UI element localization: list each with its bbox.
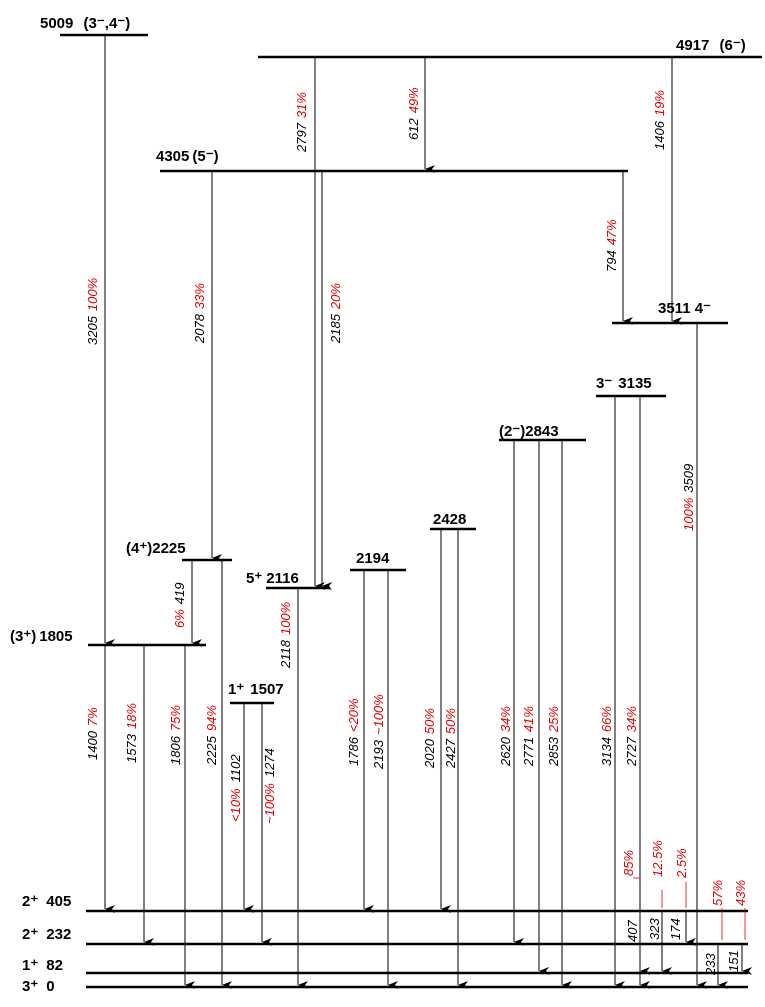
transition-label-1400: 14007% — [85, 707, 100, 760]
transition-label-419: 6%419 — [172, 583, 187, 629]
transition-label-2771: 277141% — [521, 706, 536, 767]
transition-intensity-151: 43% — [733, 880, 748, 906]
level-label-1507: 1⁺1507 — [228, 681, 284, 698]
transition-label-2620: 262034% — [498, 706, 513, 767]
level-label-3511: 3511 4⁻ — [658, 300, 711, 317]
transition-label-1573: 157318% — [124, 703, 139, 763]
transition-label-2118: 2118100% — [278, 602, 293, 669]
transition-lines — [104, 35, 752, 989]
level-label-4305: 4305(5⁻) — [156, 148, 219, 165]
labels: 5009 (3⁻,4⁻) 4917 (6⁻) 4305(5⁻) 3511 4⁻ … — [10, 15, 748, 995]
transition-label-3134: 313466% — [599, 706, 614, 766]
transition-label-1274: ~100%1274 — [262, 748, 277, 824]
transition-label-1102: <10%1102 — [228, 754, 243, 822]
transition-label-2225: 222594% — [204, 705, 219, 766]
level-label-0: 3⁺0 — [22, 978, 55, 995]
transition-label-2727: 272734% — [624, 706, 639, 767]
level-label-405: 2⁺405 — [22, 893, 71, 910]
level-label-2116: 5⁺2116 — [246, 570, 299, 587]
transition-label-151: 151 — [726, 950, 741, 972]
transition-label-233: 233 — [703, 953, 718, 976]
level-label-232: 2⁺232 — [22, 926, 71, 943]
level-label-4917: 4917 (6⁻) — [676, 37, 746, 54]
level-label-1805: (3⁺)1805 — [10, 628, 73, 645]
level-label-2194: 2194 — [356, 550, 390, 567]
transition-label-3509: 100%3509 — [681, 464, 696, 531]
level-label-2843: (2⁻)2843 — [499, 423, 559, 440]
transition-label-174: 174 — [668, 918, 683, 940]
level-label-5009: 5009 (3⁻,4⁻) — [40, 15, 130, 32]
transition-label-2193: 2193~100% — [371, 694, 386, 770]
transition-label-407: 407 — [625, 920, 640, 942]
transition-label-2185: 218520% — [328, 283, 343, 344]
transition-label-1786: 1786<20% — [346, 698, 361, 766]
transition-label-2853: 285325% — [546, 706, 561, 767]
transition-label-1806: 180675% — [168, 705, 183, 765]
transition-intensity-233: 57% — [710, 880, 725, 906]
level-label-82: 1⁺82 — [22, 957, 63, 974]
level-label-3135: 3⁻3135 — [596, 375, 652, 392]
transition-label-1406: 140619% — [652, 90, 667, 150]
transition-intensity-323: 12.5% — [650, 840, 665, 877]
level-label-2428: 2428 — [433, 511, 466, 528]
transition-label-794: 79447% — [604, 219, 619, 272]
transition-label-2020: 202050% — [422, 708, 437, 769]
transition-label-3205: 3205100% — [85, 278, 100, 345]
transition-label-2797: 279731% — [294, 92, 309, 153]
transition-intensity-407: 85% — [621, 850, 636, 876]
transition-label-2427: 242750% — [443, 708, 458, 769]
transition-label-612: 61249% — [406, 87, 421, 140]
transition-label-2078: 207833% — [192, 283, 207, 344]
transition-label-323: 323 — [647, 918, 662, 940]
level-label-2225: (4⁺)2225 — [126, 540, 186, 557]
transition-intensity-174: 2.5% — [674, 848, 689, 879]
